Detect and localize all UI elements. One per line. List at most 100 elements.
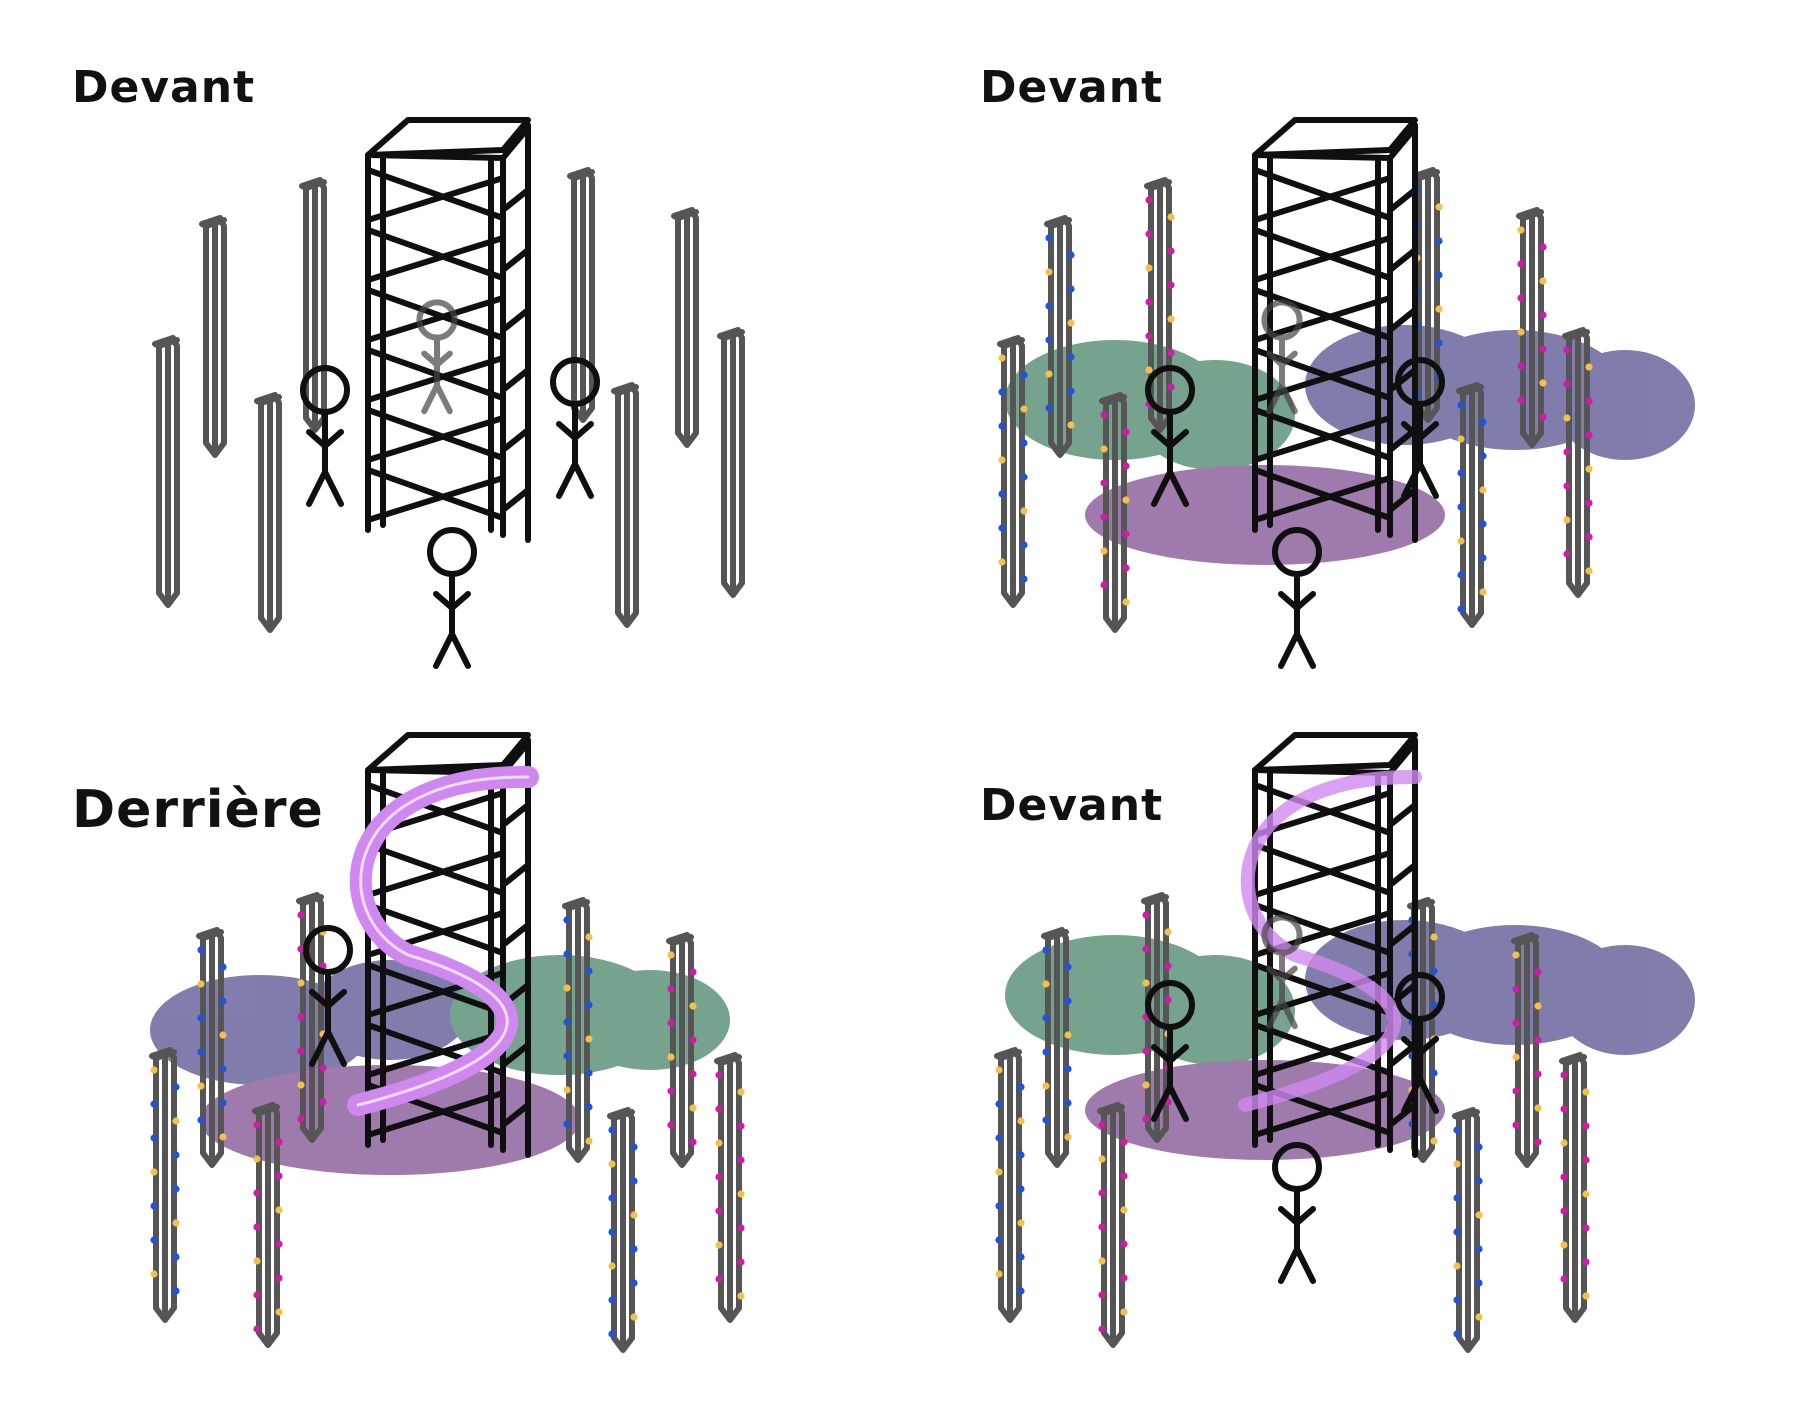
person-body (1266, 949, 1298, 1030)
fairy-light (1100, 513, 1108, 521)
fairy-light (630, 1279, 638, 1287)
fairy-light (1479, 418, 1487, 426)
fairy-light (1457, 401, 1465, 409)
panel-label: Devant (980, 780, 1164, 831)
fairy-light (297, 1081, 305, 1089)
pillar-outline (149, 1047, 177, 1323)
panel-top-left: Devant (0, 0, 905, 710)
tower-brace (500, 922, 531, 948)
fairy-light (1457, 503, 1465, 511)
fairy-light (1164, 996, 1172, 1004)
scaffold-tower (347, 732, 539, 1158)
fairy-light (1435, 305, 1443, 313)
fairy-light (275, 1206, 283, 1214)
fairy-light (219, 997, 227, 1005)
fairy-light (585, 1001, 593, 1009)
fairy-light (172, 1117, 180, 1125)
pillar (1099, 392, 1130, 633)
tower-top (1252, 732, 1418, 776)
pillar (714, 1052, 745, 1323)
fairy-light (297, 979, 305, 987)
fairy-light (1534, 1070, 1542, 1078)
scene-illustration (152, 117, 745, 669)
fairy-light (253, 1291, 261, 1299)
pillar (196, 927, 227, 1168)
fairy-light (1534, 968, 1542, 976)
fairy-light (1563, 448, 1571, 456)
haze-cloud (200, 1065, 580, 1175)
fairy-light (995, 1202, 1003, 1210)
fairy-light (1045, 404, 1053, 412)
fairy-light (1020, 541, 1028, 549)
tower-brace (1252, 235, 1393, 283)
fairy-light (1067, 251, 1075, 259)
fairy-light (1142, 1115, 1150, 1123)
fairy-light (1435, 339, 1443, 347)
fairy-light (1122, 530, 1130, 538)
fairy-light (297, 1013, 305, 1021)
fairy-light (1582, 1122, 1590, 1130)
fairy-light (1145, 196, 1153, 204)
fairy-light (150, 1100, 158, 1108)
tower-brace (1252, 1030, 1393, 1078)
person-inside-tower (1261, 914, 1303, 1030)
fairy-light (715, 1275, 723, 1283)
fairy-light (563, 984, 571, 992)
fairy-light (297, 945, 305, 953)
pillar (299, 177, 327, 433)
panel-label: Devant (980, 62, 1164, 113)
fairy-light (998, 422, 1006, 430)
tower-brace (500, 187, 531, 213)
pillar-outline (296, 892, 324, 1143)
fairy-light (1100, 581, 1108, 589)
pillar (1511, 932, 1542, 1168)
pillar-outline (196, 927, 224, 1168)
fairy-light (737, 1190, 745, 1198)
fairy-light (1098, 1291, 1106, 1299)
person (550, 357, 600, 499)
pillar-outline (1097, 1102, 1125, 1348)
pillar (252, 1102, 283, 1348)
tower-brace (1387, 487, 1418, 513)
fairy-light (1563, 414, 1571, 422)
fairy-light (1563, 380, 1571, 388)
tower-brace (1252, 782, 1393, 836)
tower-brace (1252, 842, 1393, 896)
person-body (1401, 1016, 1439, 1114)
fairy-light (1585, 499, 1593, 507)
fairy-light (1563, 516, 1571, 524)
pillar-outline (562, 897, 590, 1163)
pillar-outline (714, 1052, 742, 1323)
fairy-light (1582, 1156, 1590, 1164)
tower-brace (365, 167, 506, 221)
fairy-light (1145, 366, 1153, 374)
fairy-light (1457, 435, 1465, 443)
fairy-light (667, 1121, 675, 1129)
person-body (1278, 571, 1316, 669)
fairy-light (1045, 370, 1053, 378)
fairy-light (1017, 1185, 1025, 1193)
scene-group (994, 732, 1695, 1353)
spiral-slide (1238, 769, 1422, 1112)
fairy-light (1100, 411, 1108, 419)
fairy-light (1430, 967, 1438, 975)
fairy-light (1457, 537, 1465, 545)
haze-cloud (570, 970, 730, 1070)
fairy-light (1100, 547, 1108, 555)
fairy-light (1430, 933, 1438, 941)
pillar-outline (666, 932, 694, 1168)
fairy-light (1512, 1019, 1520, 1027)
fairy-light (1167, 383, 1175, 391)
fairy-light (1120, 1206, 1128, 1214)
fairy-light (1475, 1279, 1483, 1287)
fairy-light (1475, 1177, 1483, 1185)
pillar (1516, 207, 1547, 448)
person-body (309, 969, 347, 1067)
fairy-light (563, 1018, 571, 1026)
fairy-light (1563, 550, 1571, 558)
fairy-light (1120, 1138, 1128, 1146)
fairy-light (737, 1224, 745, 1232)
person (1395, 972, 1445, 1114)
fairy-light (1453, 1126, 1461, 1134)
fairy-light (1017, 1083, 1025, 1091)
